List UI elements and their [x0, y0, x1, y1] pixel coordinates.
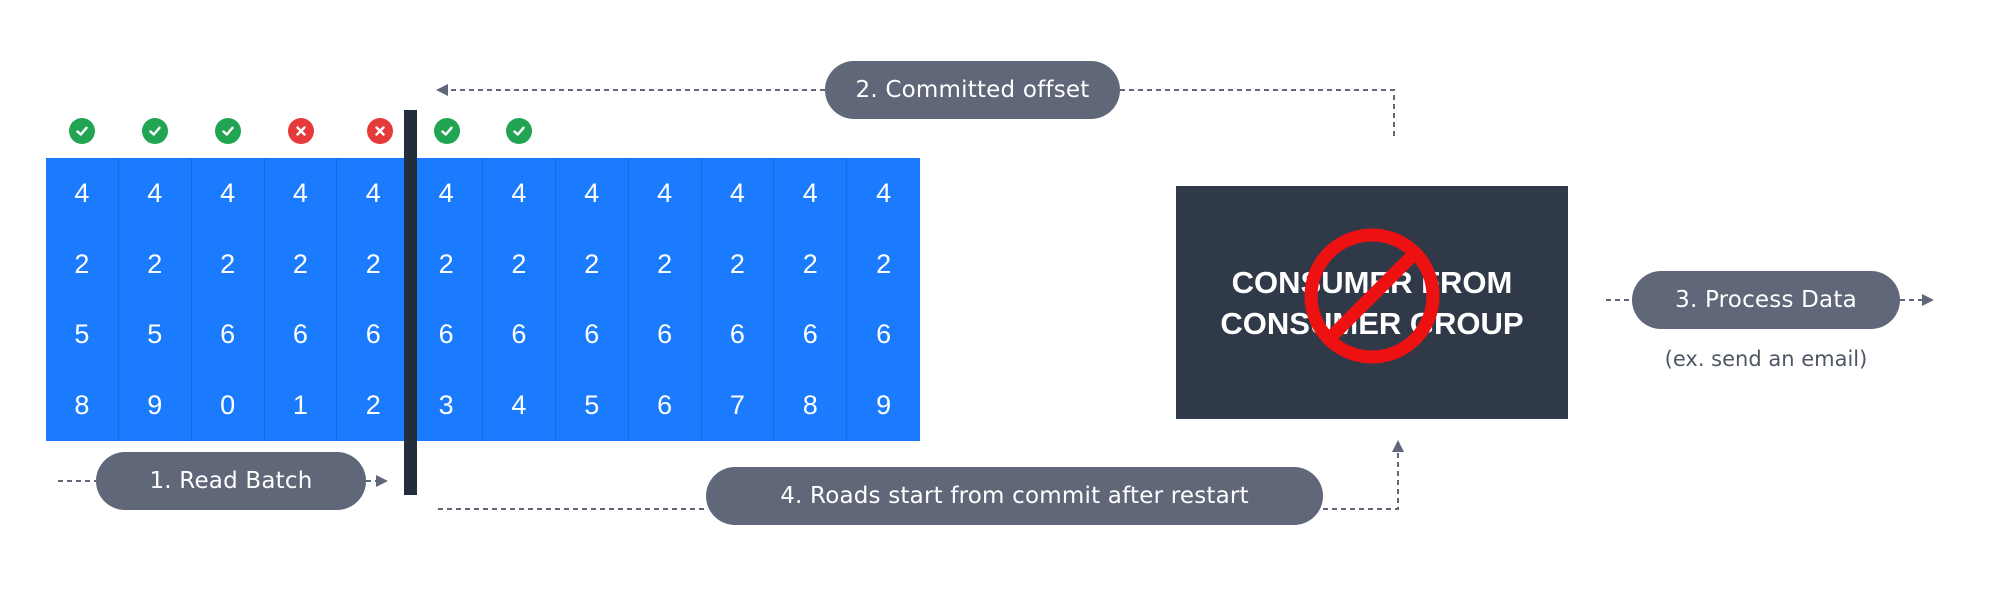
log-cell: 5 [556, 370, 629, 441]
log-cell: 4 [702, 158, 775, 229]
log-cell: 2 [337, 228, 411, 300]
log-cell: 2 [119, 228, 192, 300]
log-cell: 4 [774, 158, 848, 229]
process-data-caption: (ex. send an email) [1664, 347, 1868, 371]
restart-label: 4. Roads start from commit after restart [706, 467, 1323, 525]
log-cell: 9 [119, 370, 192, 441]
check-icon [506, 118, 533, 144]
log-cell: 1 [265, 370, 338, 441]
log-cell: 4 [556, 158, 629, 229]
log-cell: 8 [46, 370, 119, 441]
log-cell: 5 [46, 299, 119, 371]
log-cell: 6 [876, 319, 892, 350]
log-cell: 3 [410, 370, 483, 441]
log-cell: 4 [119, 158, 192, 229]
check-icon [142, 118, 169, 144]
commit-marker [404, 110, 417, 495]
restart-arrow-right [1323, 440, 1404, 510]
log-cell: 4 [876, 177, 892, 208]
log-cell: 6 [410, 299, 483, 371]
prohibited-icon [1304, 228, 1440, 364]
log-cell: 2 [629, 228, 702, 300]
log-cell: 9 [876, 390, 892, 421]
check-icon [69, 118, 96, 144]
log-cell: 4 [483, 370, 556, 441]
log-cell: 6 [629, 370, 702, 441]
committed-offset-arrow [1120, 89, 1395, 136]
log-cell: 2 [265, 228, 338, 300]
log-cell: 6 [265, 299, 338, 371]
committed-offset-label: 2. Committed offset [825, 61, 1120, 119]
log-cell: 2 [337, 370, 411, 441]
log-cell: 6 [483, 299, 556, 371]
log-cell: 6 [556, 299, 629, 371]
check-icon [215, 118, 242, 144]
log-cell: 4 [483, 158, 556, 229]
cross-icon [366, 118, 393, 144]
log-cell: 7 [702, 370, 775, 441]
log-cell: 4 [192, 158, 265, 229]
consumer-title-line2: CONSUMER GROUP [1220, 305, 1524, 341]
log-cell: 6 [702, 299, 775, 371]
log-cell: 5 [119, 299, 192, 371]
log-cell: 2 [774, 228, 848, 300]
process-data-label: 3. Process Data [1632, 271, 1900, 329]
log-cell: 2 [192, 228, 265, 300]
log-cell: 2 [556, 228, 629, 300]
log-cell: 2 [876, 248, 892, 279]
log-cell: 2 [410, 228, 483, 300]
read-batch-label: 1. Read Batch [96, 452, 366, 510]
consumer-title: CONSUMER FROM CONSUMER GROUP [1176, 186, 1568, 419]
log-cell: 0 [192, 370, 265, 441]
log-cell: 6 [629, 299, 702, 371]
log-cell: 6 [774, 299, 848, 371]
consumer-box: CONSUMER FROM CONSUMER GROUP [1176, 186, 1568, 419]
log-cell: 6 [337, 299, 411, 371]
log-cell: 2 [702, 228, 775, 300]
log-cell: 4 [265, 158, 338, 229]
log-cell: 4 [337, 158, 411, 229]
log-cell: 2 [483, 228, 556, 300]
log-cell: 2 [46, 228, 119, 300]
cross-icon [287, 118, 314, 144]
log-cell: 8 [774, 370, 848, 441]
log-cell: 4 [629, 158, 702, 229]
check-icon [433, 118, 460, 144]
log-cell: 4 [410, 158, 483, 229]
log-cell: 4 [46, 158, 119, 229]
log-cell: 6 [192, 299, 265, 371]
